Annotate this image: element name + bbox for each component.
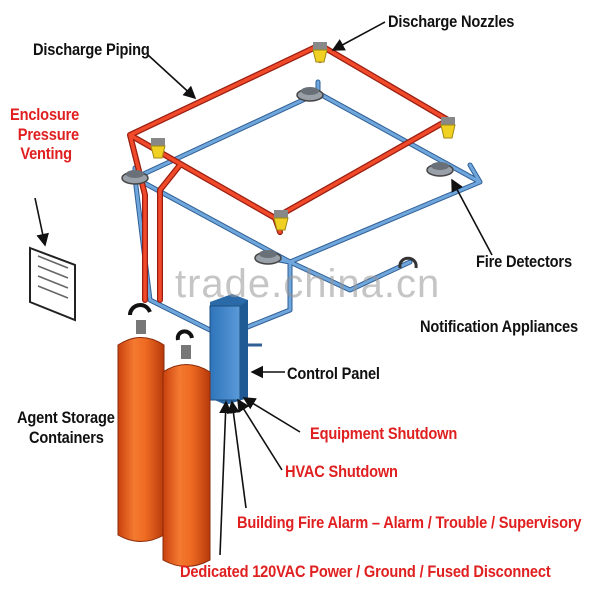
hvac-shutdown-label: HVAC Shutdown bbox=[285, 462, 398, 481]
nozzle bbox=[150, 138, 166, 159]
enclosure-pressure-venting-label: Enclosure Pressure Venting bbox=[10, 105, 79, 164]
leader-lines bbox=[34, 21, 493, 556]
fire-detectors-label: Fire Detectors bbox=[476, 252, 572, 271]
agent-line-1: Agent Storage bbox=[17, 408, 115, 427]
control-panel-box bbox=[209, 294, 262, 405]
watermark: trade.china.cn bbox=[175, 262, 441, 306]
nozzle bbox=[273, 210, 289, 231]
detector bbox=[426, 162, 454, 177]
venting-line-3: Venting bbox=[20, 144, 72, 164]
detector bbox=[296, 87, 324, 102]
cylinder bbox=[162, 329, 211, 567]
discharge-piping-label: Discharge Piping bbox=[33, 40, 150, 59]
cylinder bbox=[117, 303, 165, 542]
pressure-vent bbox=[29, 246, 76, 322]
nozzle bbox=[312, 42, 328, 63]
dedicated-power-label: Dedicated 120VAC Power / Ground / Fused … bbox=[180, 562, 551, 581]
agent-storage-containers-label: Agent Storage Containers bbox=[17, 408, 115, 447]
notification-appliances-label: Notification Appliances bbox=[420, 317, 578, 336]
detector bbox=[121, 170, 149, 185]
venting-line-2: Pressure bbox=[17, 124, 79, 144]
equipment-shutdown-label: Equipment Shutdown bbox=[310, 424, 458, 443]
control-panel-label: Control Panel bbox=[287, 364, 380, 383]
fire-detectors-group bbox=[121, 87, 454, 265]
venting-line-1: Enclosure bbox=[10, 105, 80, 124]
discharge-nozzles bbox=[150, 42, 456, 231]
building-fire-alarm-label: Building Fire Alarm – Alarm / Trouble / … bbox=[237, 513, 582, 532]
agent-line-2: Containers bbox=[29, 427, 104, 447]
detector bbox=[254, 250, 282, 265]
nozzle bbox=[440, 117, 456, 139]
notification-appliance-device bbox=[398, 256, 418, 269]
agent-storage-cylinders bbox=[117, 303, 211, 567]
discharge-nozzles-label: Discharge Nozzles bbox=[388, 12, 515, 31]
